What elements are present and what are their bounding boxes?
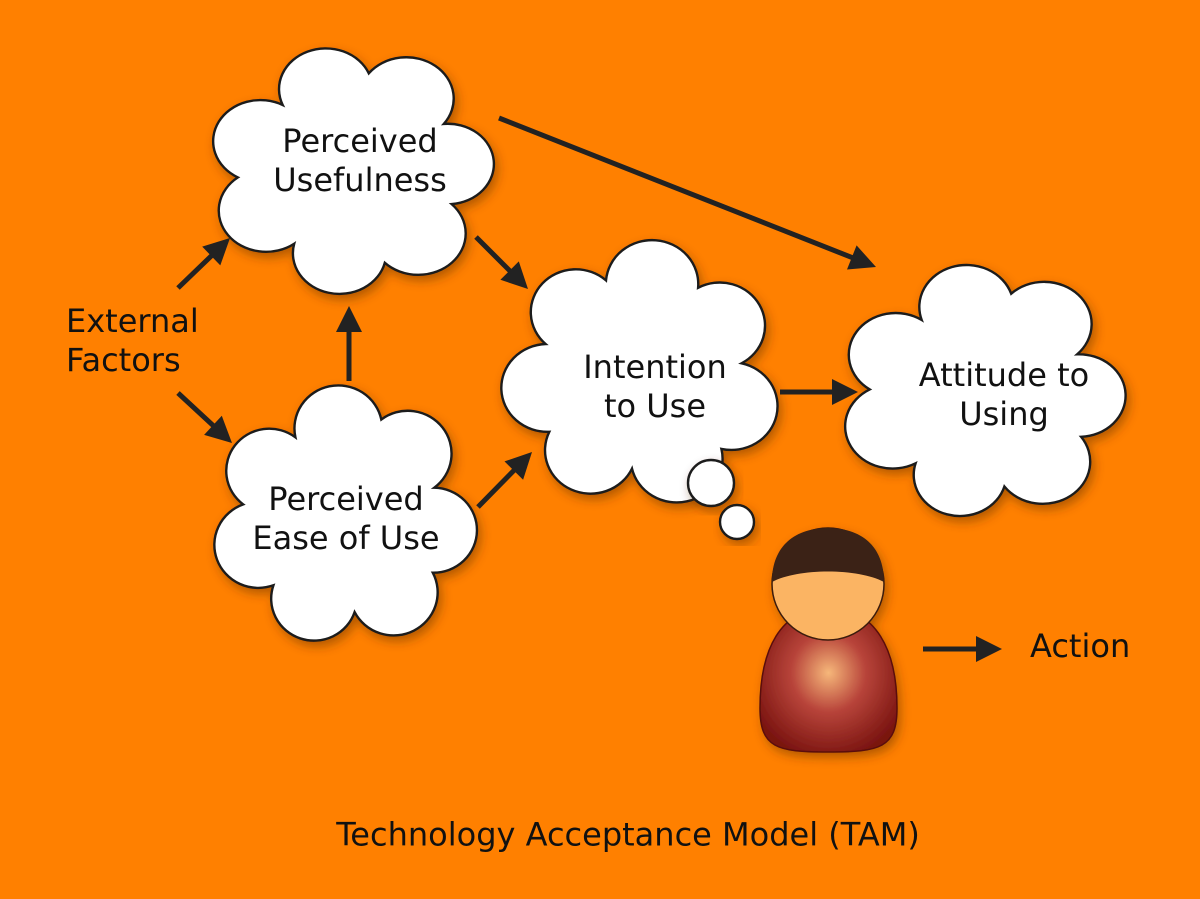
- cloud-intention-to-use: [500, 238, 779, 504]
- node-label-line: Intention: [583, 348, 727, 386]
- arrow-head: [976, 636, 1002, 662]
- thought-bubble-large: [686, 458, 736, 508]
- node-label-line: Ease of Use: [252, 519, 440, 557]
- node-label-line: Attitude to: [918, 356, 1090, 394]
- arrow-head: [202, 238, 230, 266]
- node-perceived-usefulness: Perceived Usefulness: [273, 122, 447, 200]
- node-label-line: to Use: [603, 387, 707, 425]
- cloud-attitude-to-using: [843, 263, 1127, 518]
- node-label-line: Using: [959, 395, 1049, 433]
- arrow-ease-to-intention: [476, 452, 532, 509]
- cloud-perceived-usefulness: [211, 47, 496, 296]
- node-label-line: Factors: [66, 341, 181, 379]
- node-attitude-to-using: Attitude to Using: [919, 356, 1089, 434]
- arrow-usefulness-to-intention: [474, 235, 528, 289]
- cloud-perceived-ease-of-use: [213, 384, 479, 642]
- arrow-shaft: [176, 391, 217, 429]
- arrow-external-to-ease: [176, 391, 232, 443]
- thought-bubble-small: [718, 503, 756, 541]
- node-label-line: Perceived: [282, 122, 438, 160]
- arrow-head: [336, 306, 362, 332]
- arrow-head: [847, 245, 876, 270]
- person-icon: [759, 527, 898, 753]
- arrow-shaft: [498, 115, 855, 261]
- arrow-intention-to-attitude: [780, 379, 858, 405]
- node-label-line: Perceived: [268, 480, 424, 518]
- person-hair: [772, 528, 884, 582]
- arrow-head: [500, 261, 528, 289]
- diagram-caption: Technology Acceptance Model (TAM): [336, 815, 920, 854]
- node-external-factors: External Factors: [66, 302, 199, 380]
- arrow-head: [832, 379, 858, 405]
- arrow-shaft: [474, 235, 513, 274]
- arrow-ease-to-usefulness: [336, 306, 362, 381]
- arrow-person-to-action: [923, 636, 1002, 662]
- arrow-external-to-usefulness: [176, 238, 230, 290]
- node-perceived-ease-of-use: Perceived Ease of Use: [252, 480, 439, 558]
- arrow-head: [504, 452, 532, 480]
- node-action: Action: [1030, 627, 1131, 665]
- node-label-line: Usefulness: [273, 161, 447, 199]
- arrow-shaft: [176, 252, 215, 290]
- arrow-head: [204, 415, 232, 443]
- node-label-line: External: [66, 302, 199, 340]
- arrow-shaft: [476, 467, 517, 509]
- arrow-usefulness-to-attitude: [498, 115, 876, 270]
- node-intention-to-use: Intention to Use: [583, 348, 727, 426]
- person-body: [759, 607, 898, 753]
